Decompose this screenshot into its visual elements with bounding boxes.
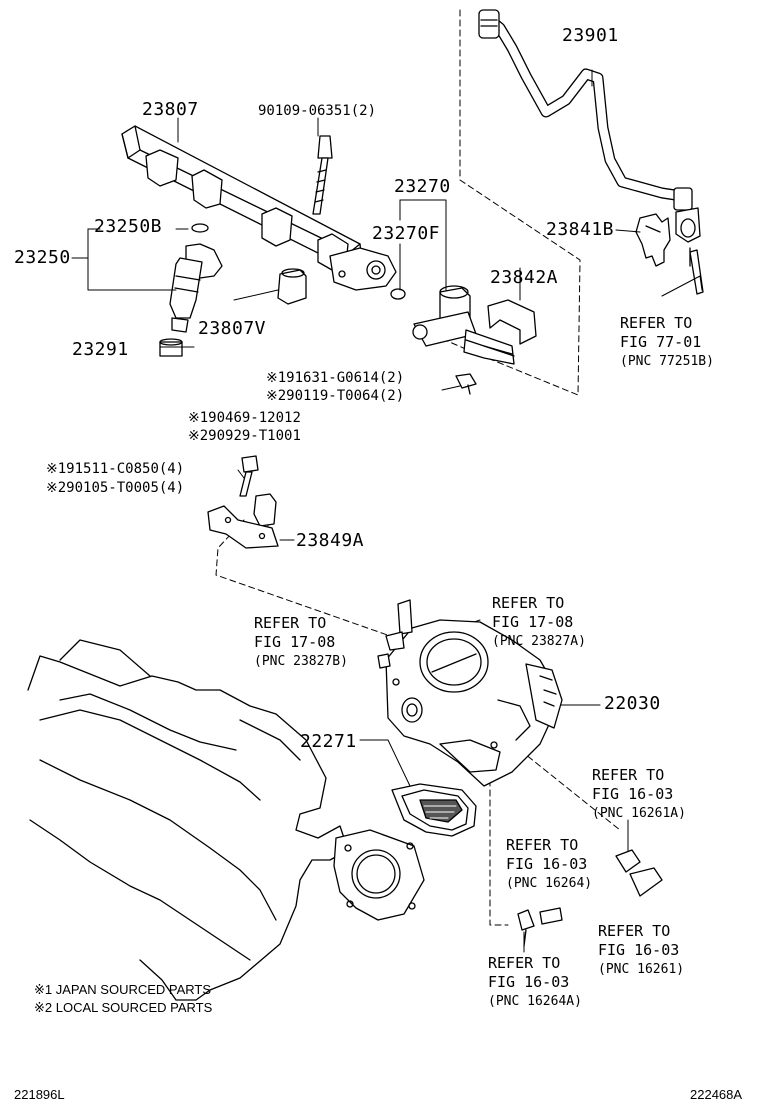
regulator-bolt-drawing bbox=[455, 373, 477, 395]
ref-fig-77-01: REFER TO FIG 77-01 (PNC 77251B) bbox=[620, 314, 714, 371]
note-290119-T0064: ※290119-T0064(2) bbox=[266, 388, 405, 404]
note-290105-T0005: ※290105-T0005(4) bbox=[46, 480, 185, 496]
label-23270F: 23270F bbox=[372, 223, 441, 244]
legend-japan: ※1 JAPAN SOURCED PARTS bbox=[34, 982, 212, 997]
intake-manifold-drawing bbox=[27, 639, 349, 1001]
ref-fig-17-08-right: REFER TO FIG 17-08 (PNC 23827A) bbox=[492, 594, 586, 651]
label-23849A: 23849A bbox=[296, 530, 365, 551]
throttle-hoses-drawing bbox=[377, 599, 663, 947]
label-23250: 23250 bbox=[14, 247, 71, 268]
ref-title: REFER TO bbox=[592, 766, 665, 784]
ref-fig-17-08-left: REFER TO FIG 17-08 (PNC 23827B) bbox=[254, 614, 348, 671]
cushion-drawing bbox=[487, 299, 537, 345]
ref-pnc: (PNC 16261) bbox=[598, 962, 685, 977]
ref-pnc: (PNC 16261A) bbox=[592, 806, 686, 821]
ref-fig-16-03-a: REFER TO FIG 16-03 (PNC 16261A) bbox=[592, 766, 686, 823]
ref-title: REFER TO bbox=[488, 954, 561, 972]
ref-fig-16-03-b: REFER TO FIG 16-03 (PNC 16264) bbox=[506, 836, 592, 893]
label-23807V: 23807V bbox=[198, 318, 267, 339]
line-tube-drawing bbox=[689, 247, 704, 295]
ref-fig-16-03-c: REFER TO FIG 16-03 (PNC 16261) bbox=[598, 922, 684, 979]
bracket-fasteners-drawing bbox=[239, 455, 277, 527]
seal-drawing bbox=[159, 338, 183, 357]
footer-right-code: 222468A bbox=[690, 1087, 743, 1102]
ref-fig: FIG 16-03 bbox=[488, 973, 570, 991]
label-22030: 22030 bbox=[604, 693, 661, 714]
note-290929-T1001: ※290929-T1001 bbox=[188, 428, 301, 444]
legend: ※1 JAPAN SOURCED PARTS ※2 LOCAL SOURCED … bbox=[34, 981, 212, 1017]
ref-title: REFER TO bbox=[506, 836, 579, 854]
footer-left-code: 221896L bbox=[14, 1087, 65, 1102]
regulator-drawing bbox=[412, 285, 515, 365]
rail-bolt-drawing bbox=[312, 135, 333, 215]
ref-pnc: (PNC 23827A) bbox=[492, 634, 586, 649]
label-23807: 23807 bbox=[142, 99, 199, 120]
injector-drawing bbox=[169, 223, 223, 333]
clamp-drawing bbox=[635, 213, 671, 267]
ref-pnc: (PNC 77251B) bbox=[620, 354, 714, 369]
ref-fig: FIG 17-08 bbox=[492, 613, 574, 631]
ref-title: REFER TO bbox=[254, 614, 327, 632]
label-23291: 23291 bbox=[72, 339, 129, 360]
ref-pnc: (PNC 23827B) bbox=[254, 654, 348, 669]
ref-pnc: (PNC 16264) bbox=[506, 876, 593, 891]
ref-title: REFER TO bbox=[620, 314, 693, 332]
ref-fig: FIG 16-03 bbox=[592, 785, 674, 803]
throttle-gasket-mount-drawing bbox=[333, 829, 425, 921]
ref-pnc: (PNC 16264A) bbox=[488, 994, 582, 1009]
label-23250B: 23250B bbox=[94, 216, 163, 237]
gasket-drawing bbox=[391, 783, 477, 837]
bracket-drawing bbox=[207, 505, 279, 549]
fuel-hose-drawing bbox=[478, 9, 701, 243]
ref-title: REFER TO bbox=[598, 922, 671, 940]
ref-fig: FIG 16-03 bbox=[506, 855, 588, 873]
ref-fig: FIG 17-08 bbox=[254, 633, 336, 651]
insulator-drawing bbox=[277, 268, 307, 305]
label-23842A: 23842A bbox=[490, 267, 559, 288]
note-191631-G0614: ※191631-G0614(2) bbox=[266, 370, 405, 386]
delivery-pipe-drawing bbox=[121, 125, 397, 291]
label-23901: 23901 bbox=[562, 25, 619, 46]
ref-fig: FIG 16-03 bbox=[598, 941, 680, 959]
note-190469-12012: ※190469-12012 bbox=[188, 410, 301, 426]
label-23270: 23270 bbox=[394, 176, 451, 197]
ref-title: REFER TO bbox=[492, 594, 565, 612]
label-22271: 22271 bbox=[300, 731, 357, 752]
legend-local: ※2 LOCAL SOURCED PARTS bbox=[34, 1000, 213, 1015]
throttle-body-drawing bbox=[385, 619, 563, 787]
ref-fig-16-03-d: REFER TO FIG 16-03 (PNC 16264A) bbox=[488, 954, 582, 1011]
ref-fig: FIG 77-01 bbox=[620, 333, 702, 351]
regulator-oring-drawing bbox=[390, 288, 406, 300]
label-90109-06351: 90109-06351(2) bbox=[258, 103, 377, 119]
label-23841B: 23841B bbox=[546, 219, 615, 240]
note-191511-C0850: ※191511-C0850(4) bbox=[46, 461, 185, 477]
